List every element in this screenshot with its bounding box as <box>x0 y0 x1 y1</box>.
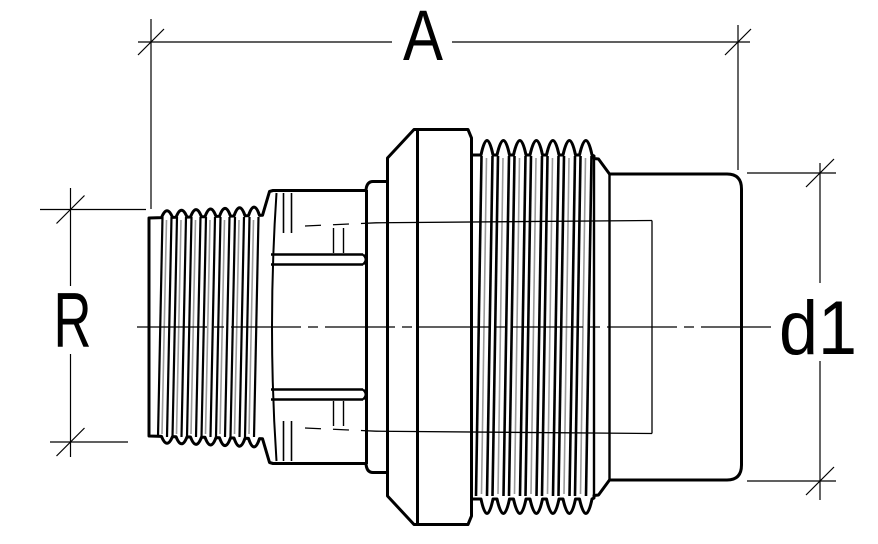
thread-flank-line <box>535 155 544 497</box>
thread-flank-line <box>584 155 593 497</box>
tick-mark <box>724 28 752 56</box>
fitting-body <box>137 128 777 526</box>
bore-line <box>375 430 653 435</box>
thread-flank-line <box>507 155 516 497</box>
bore-line <box>304 427 377 432</box>
hex-flat-edge-end <box>362 388 367 401</box>
thread-shading-lines <box>161 157 587 495</box>
thread-flank-line <box>223 216 231 438</box>
thread-flank-line <box>485 155 494 497</box>
tick-mark <box>137 28 165 56</box>
tick-mark <box>805 158 835 188</box>
tick-mark <box>56 195 85 224</box>
dimension-a-label: A <box>403 0 444 76</box>
hex-flat-edge-end <box>362 253 367 266</box>
thread-flank-line <box>568 155 577 497</box>
dimension-d1-label: d1 <box>779 286 857 371</box>
thread-flank-line <box>518 155 527 497</box>
dimension-r <box>40 188 146 457</box>
thread-shade-line <box>497 157 504 495</box>
thread-flank-line <box>557 155 566 497</box>
thread-flank-line <box>551 155 560 497</box>
bore-line <box>375 219 653 224</box>
dimension-r-label: R <box>54 276 92 364</box>
thread-shade-line <box>513 157 521 495</box>
thread-shade-line <box>546 157 554 495</box>
dimension-a <box>137 19 752 209</box>
thread-flank-line <box>524 155 533 497</box>
thread-flank-line <box>573 155 582 497</box>
thread-flank-line <box>502 155 511 497</box>
thread-flank-line <box>540 155 549 497</box>
tick-mark <box>56 427 85 457</box>
thread-shade-line <box>204 219 211 435</box>
dimension-d1 <box>747 158 836 500</box>
thread-flank-line <box>209 216 217 438</box>
thread-shade-line <box>563 157 570 495</box>
fitting-outline-top-half <box>147 128 743 329</box>
thread-flank-line <box>491 155 500 497</box>
male-thread-right-flanks <box>474 155 593 497</box>
thread-flank-line <box>474 155 483 497</box>
thread-shade-line <box>579 157 587 495</box>
thread-shade-line <box>480 157 488 495</box>
tick-mark <box>805 466 835 496</box>
thread-shade-line <box>530 157 537 495</box>
bore-line <box>304 222 377 227</box>
